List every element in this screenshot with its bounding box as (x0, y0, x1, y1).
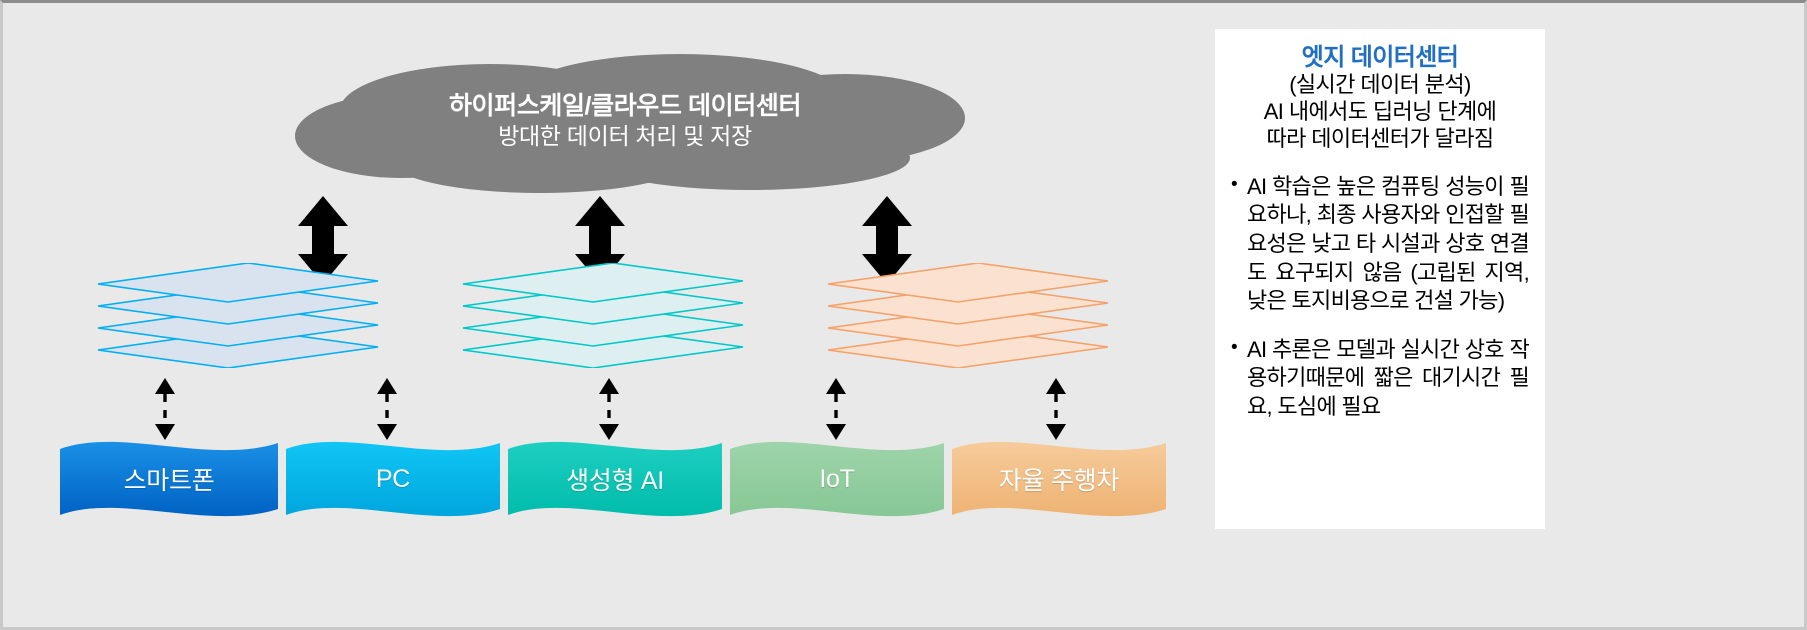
edge-datacenter-panel: 엣지 데이터센터 (실시간 데이터 분석) AI 내에서도 딥러닝 단계에 따라… (1215, 29, 1545, 529)
bullet-marker-icon: • (1231, 336, 1238, 358)
dashed-double-arrow-icon-2 (377, 378, 397, 440)
wave-ribbon-shape (286, 441, 500, 517)
orange-layer-stack (827, 263, 1109, 368)
panel-bullet-1-text: AI 학습은 높은 컴퓨팅 성능이 필요하나, 최종 사용자와 인접할 필요성은… (1247, 173, 1530, 314)
hyperscale-cloud-node: 하이퍼스케일/클라우드 데이터센터 방대한 데이터 처리 및 저장 (280, 48, 970, 193)
wave-ribbon-shape (730, 441, 944, 517)
panel-subheading: (실시간 데이터 분석) (1289, 72, 1471, 98)
panel-bullet-2: • AI 추론은 모델과 실시간 상호 작용하기때문에 짧은 대기시간 필요, … (1231, 336, 1530, 422)
panel-bullet-1: • AI 학습은 높은 컴퓨팅 성능이 필요하나, 최종 사용자와 인접할 필요… (1231, 173, 1530, 316)
dashed-double-arrow-icon-1 (155, 378, 175, 440)
double-headed-arrow-icon-1 (298, 196, 348, 284)
panel-line-3: AI 내에서도 딥러닝 단계에 (1263, 99, 1497, 125)
double-headed-arrow-icon-2 (575, 196, 625, 284)
panel-bullet-2-text: AI 추론은 모델과 실시간 상호 작용하기때문에 짧은 대기시간 필요, 도심… (1247, 336, 1530, 419)
bullet-marker-icon: • (1231, 173, 1238, 195)
dashed-double-arrow-icon-3 (599, 378, 619, 440)
device-ribbon-smartphone[interactable]: 스마트폰 (60, 435, 278, 523)
device-ribbon-autonomous-vehicle[interactable]: 자율 주행차 (952, 435, 1166, 523)
panel-heading: 엣지 데이터센터 (1301, 44, 1459, 71)
dashed-double-arrow-icon-4 (826, 378, 846, 440)
blue-layer-stack (97, 263, 379, 368)
wave-ribbon-shape (60, 441, 278, 517)
teal-layer-stack (462, 263, 744, 368)
wave-ribbon-shape (952, 441, 1166, 517)
device-ribbon-iot[interactable]: IoT (730, 435, 944, 523)
wave-ribbon-shape (508, 441, 722, 517)
panel-line-4: 따라 데이터센터가 달라짐 (1266, 125, 1494, 151)
dashed-double-arrow-icon-5 (1046, 378, 1066, 440)
device-ribbon-pc[interactable]: PC (286, 435, 500, 523)
cloud-shape-icon (295, 54, 965, 193)
device-ribbon-generative-ai[interactable]: 생성형 AI (508, 435, 722, 523)
double-headed-arrow-icon-3 (862, 196, 912, 284)
